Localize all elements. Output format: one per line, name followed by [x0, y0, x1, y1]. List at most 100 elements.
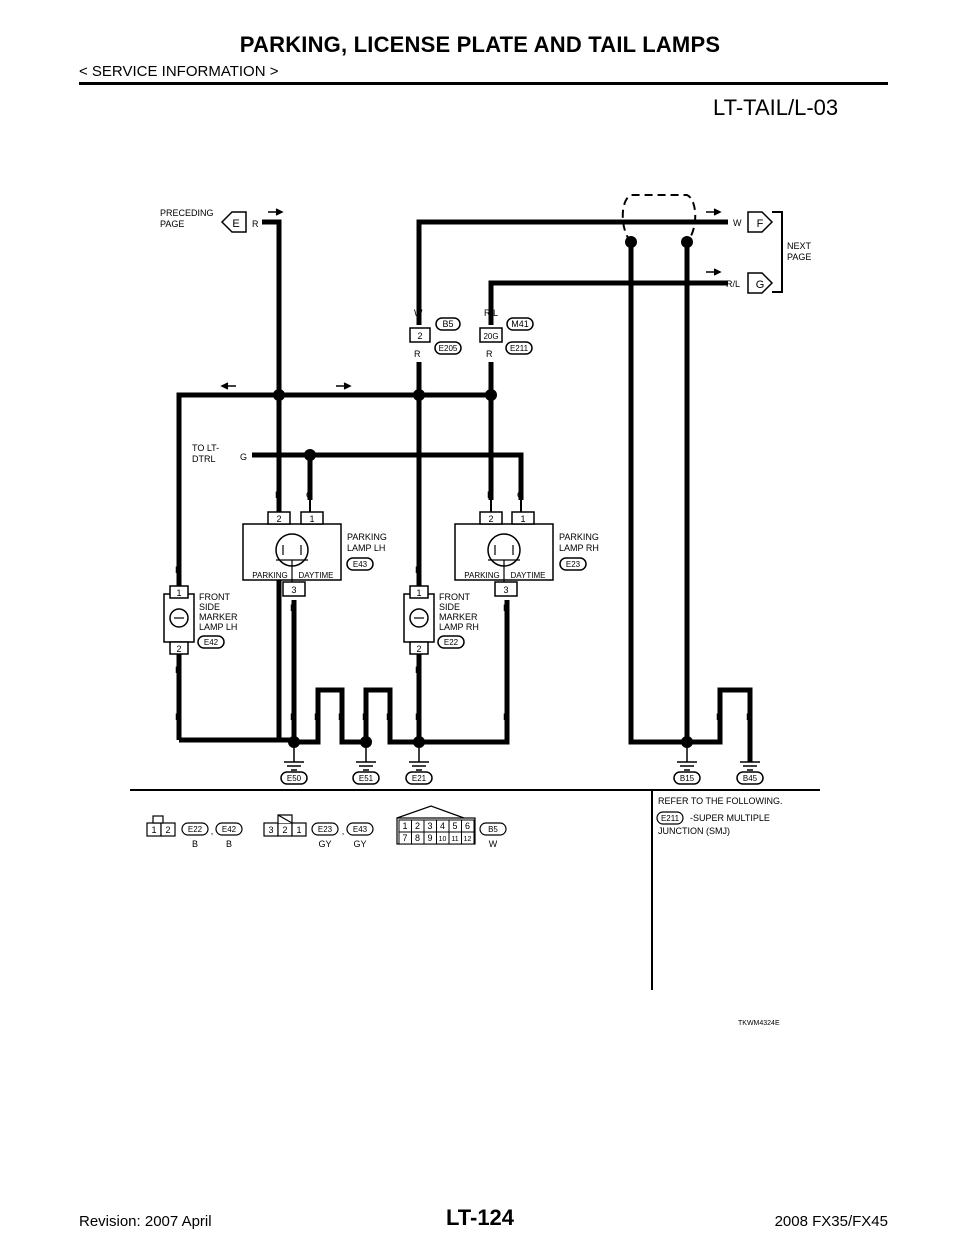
connector-e22-tag	[437, 635, 465, 649]
parking-lamp-rh-line1: PARKING	[559, 532, 599, 542]
ground-tag	[280, 771, 308, 785]
arrow-icon	[706, 268, 722, 276]
ground-tag	[736, 771, 764, 785]
flag-f-label: F	[757, 218, 764, 230]
pin-label: 2	[417, 331, 422, 341]
legend-pin: 4	[440, 821, 445, 831]
wire-label: B	[415, 665, 421, 675]
parking-lamp-rh-line2: LAMP RH	[559, 543, 599, 553]
daytime-label: DAYTIME	[511, 571, 546, 580]
refer-conn: E211	[661, 814, 680, 823]
arrow-icon	[336, 382, 352, 390]
wire-label: B	[362, 712, 368, 722]
pin-box	[282, 581, 306, 597]
legend-color: GY	[318, 839, 331, 849]
wire-label: B	[746, 712, 752, 722]
legend-color: B	[192, 839, 198, 849]
pin-label: 2	[276, 514, 281, 524]
parking-label: PARKING	[464, 571, 499, 580]
thin-wires	[130, 194, 820, 990]
junction-dot	[288, 736, 300, 748]
arrow-icon	[220, 382, 236, 390]
connector-label-m41: M41	[511, 319, 529, 329]
legend-pin: 3	[427, 821, 432, 831]
arrow-icon	[706, 208, 722, 216]
wire-label: R	[414, 349, 421, 359]
wire-r-preceding	[262, 219, 282, 742]
wire-label: B	[314, 712, 320, 722]
legend-pin: 5	[452, 821, 457, 831]
page-title: PARKING, LICENSE PLATE AND TAIL LAMPS	[239, 32, 721, 57]
connector-e42-tag	[197, 635, 225, 649]
shield-dashes	[621, 194, 697, 243]
ground-tag	[673, 771, 701, 785]
next-page-brace	[772, 211, 783, 293]
parking-lamp-lh-line2: LAMP LH	[347, 543, 385, 553]
lamp-filament	[276, 545, 308, 582]
daytime-label: DAYTIME	[299, 571, 334, 580]
connector-b5-tag	[435, 317, 461, 331]
legend-pin: 9	[427, 833, 432, 843]
wire-label: W	[414, 308, 423, 318]
section-breadcrumb: < SERVICE INFORMATION >	[79, 63, 279, 80]
wire-label: B	[175, 665, 181, 675]
legend-connector-2	[263, 814, 374, 837]
wire-label: B	[716, 712, 722, 722]
wire-label: B	[386, 712, 392, 722]
pin-label: 2	[416, 644, 421, 654]
legend-name: E23	[318, 825, 333, 834]
junction-dot	[681, 236, 693, 248]
legend-key	[277, 814, 293, 824]
ground-icon	[284, 748, 304, 771]
ground-label-e21: E21	[412, 774, 427, 783]
diagram-id: LT-TAIL/L-03	[713, 95, 839, 120]
ground-tag	[405, 771, 433, 785]
legend-color: GY	[353, 839, 366, 849]
legend-comma: ,	[211, 826, 214, 836]
pin-label: 2	[488, 514, 493, 524]
legend-color: W	[489, 839, 498, 849]
pin-label: 1	[520, 514, 525, 524]
legend-color: B	[226, 839, 232, 849]
legend-tag	[215, 822, 243, 836]
wire-label: G	[240, 452, 247, 462]
junction-dot	[413, 389, 425, 401]
legend-pin-box	[291, 822, 307, 837]
ground-icon	[356, 748, 376, 771]
legend-name: E42	[222, 825, 237, 834]
pin-box	[511, 511, 535, 525]
connector-e211-tag	[505, 341, 533, 355]
connector-b5-box	[409, 327, 431, 343]
thick-wires	[176, 219, 753, 762]
legend-pin: 1	[296, 825, 301, 835]
legend-name: B5	[488, 825, 498, 834]
flag-g-label: G	[756, 279, 765, 291]
wire-label: W	[733, 218, 742, 228]
pin-box	[169, 585, 189, 599]
legend-pin: 3	[268, 825, 273, 835]
junction-dot	[273, 389, 285, 401]
connector-label-e43: E43	[353, 560, 368, 569]
wire-label: B	[503, 712, 509, 722]
refer-text2: JUNCTION (SMJ)	[658, 826, 730, 836]
legend-tag	[479, 822, 507, 836]
fsm-lh-line4: LAMP LH	[199, 622, 237, 632]
legend-tag	[181, 822, 209, 836]
connector-label-e211: E211	[510, 344, 529, 353]
fsm-rh-line1: FRONT	[439, 592, 470, 602]
connector-label-b5: B5	[442, 319, 453, 329]
ground-symbols	[284, 748, 760, 771]
wire-label: B	[503, 603, 509, 613]
next-page-line2: PAGE	[787, 252, 811, 262]
legend-pin: 1	[402, 821, 407, 831]
legend-pin: 8	[415, 833, 420, 843]
refer-title: REFER TO THE FOLLOWING.	[658, 796, 783, 806]
ground-icon	[740, 761, 760, 771]
junction-dot	[681, 736, 693, 748]
header-rule	[79, 82, 888, 85]
parking-label: PARKING	[252, 571, 287, 580]
flag-e-label: E	[232, 218, 239, 230]
legend-tag	[346, 822, 374, 836]
